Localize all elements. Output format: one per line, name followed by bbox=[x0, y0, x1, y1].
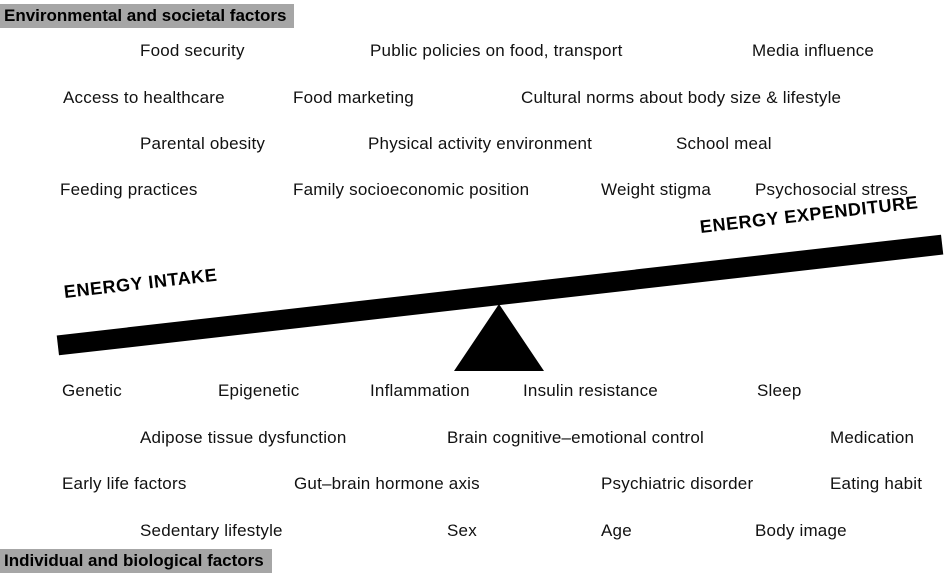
factor-physical-activity-environment: Physical activity environment bbox=[368, 134, 593, 153]
factor-inflammation: Inflammation bbox=[370, 381, 470, 400]
factor-family-socioeconomic-position: Family socioeconomic position bbox=[293, 180, 530, 199]
factor-parental-obesity: Parental obesity bbox=[140, 134, 266, 153]
fulcrum-triangle-icon bbox=[454, 304, 544, 371]
factor-food-security: Food security bbox=[140, 41, 245, 60]
factor-body-image: Body image bbox=[755, 521, 847, 540]
factor-medication: Medication bbox=[830, 428, 915, 447]
factor-school-meal: School meal bbox=[676, 134, 772, 153]
factor-psychosocial-stress: Psychosocial stress bbox=[755, 180, 909, 199]
energy-intake-label: ENERGY INTAKE bbox=[62, 264, 219, 302]
factor-public-policies: Public policies on food, transport bbox=[370, 41, 623, 60]
factor-brain-cognitive-emotional-control: Brain cognitive–emotional control bbox=[447, 428, 705, 447]
factor-psychiatric-disorder: Psychiatric disorder bbox=[601, 474, 754, 493]
factor-cultural-norms: Cultural norms about body size & lifesty… bbox=[521, 88, 842, 107]
factor-eating-habit: Eating habit bbox=[830, 474, 923, 493]
factor-feeding-practices: Feeding practices bbox=[60, 180, 198, 199]
factor-weight-stigma: Weight stigma bbox=[601, 180, 711, 199]
factor-early-life-factors: Early life factors bbox=[62, 474, 187, 493]
factor-sex: Sex bbox=[447, 521, 477, 540]
individual-factors-heading: Individual and biological factors bbox=[0, 549, 272, 573]
factor-sedentary-lifestyle: Sedentary lifestyle bbox=[140, 521, 283, 540]
factor-gut-brain-hormone-axis: Gut–brain hormone axis bbox=[294, 474, 480, 493]
factor-insulin-resistance: Insulin resistance bbox=[523, 381, 658, 400]
environmental-factors-heading: Environmental and societal factors bbox=[0, 4, 295, 28]
factor-sleep: Sleep bbox=[757, 381, 802, 400]
factor-genetic: Genetic bbox=[62, 381, 122, 400]
factor-media-influence: Media influence bbox=[752, 41, 875, 60]
factor-epigenetic: Epigenetic bbox=[218, 381, 300, 400]
factor-adipose-tissue-dysfunction: Adipose tissue dysfunction bbox=[140, 428, 347, 447]
factor-food-marketing: Food marketing bbox=[293, 88, 414, 107]
factor-access-to-healthcare: Access to healthcare bbox=[63, 88, 225, 107]
factor-age: Age bbox=[601, 521, 632, 540]
